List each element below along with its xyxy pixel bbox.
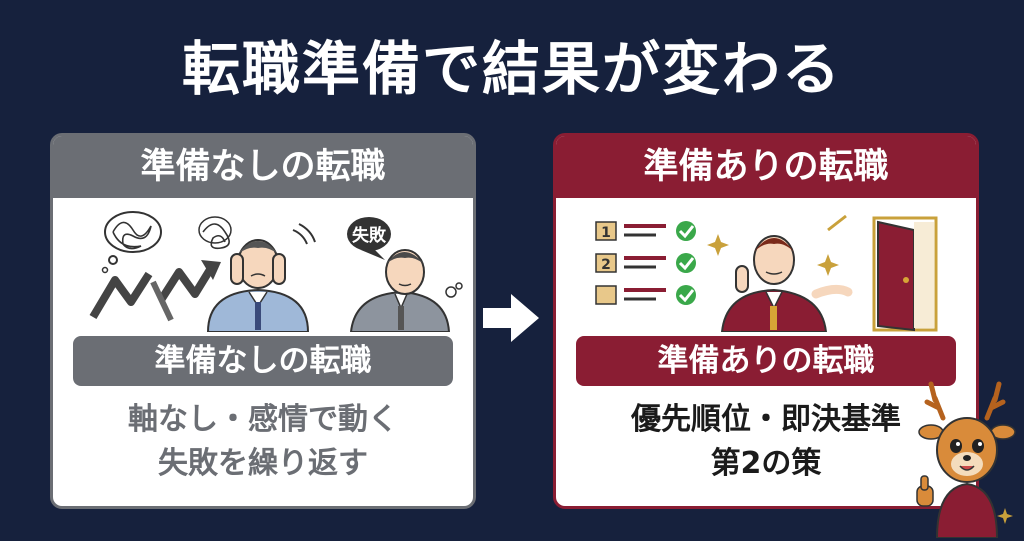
with-preparation-panel: 準備ありの転職 1 2: [553, 133, 979, 509]
dejected-man-icon: [349, 249, 463, 332]
with-preparation-illustration: 1 2: [595, 214, 938, 332]
checklist-number-2: 2: [601, 257, 611, 273]
fail-bubble-text: 失敗: [352, 225, 387, 246]
no-preparation-header: 準備なしの転職: [53, 136, 473, 198]
broken-arrow-icon: [89, 260, 221, 322]
no-preparation-panel: 準備なしの転職: [50, 133, 476, 509]
with-preparation-desc-line2: 第2の策: [710, 446, 822, 481]
with-preparation-description: 優先順位・即決基準 第2の策: [556, 398, 976, 486]
deer-mascot-icon: [916, 381, 1016, 538]
tangled-thought-bubble-icon: [101, 211, 162, 274]
fail-speech-bubble: 失敗: [347, 217, 391, 260]
checklist-number-1: 1: [601, 225, 611, 241]
stressed-man-icon: [198, 216, 316, 332]
with-preparation-band: 準備ありの転職: [576, 336, 956, 386]
right-arrow-icon: [483, 294, 539, 342]
no-preparation-description: 軸なし・感情で動く 失敗を繰り返す: [53, 398, 473, 486]
no-preparation-desc-line2: 失敗を繰り返す: [158, 446, 368, 481]
confident-man-icon: [720, 235, 853, 332]
no-preparation-desc-line1: 軸なし・感情で動く: [128, 402, 398, 437]
sparkle-icon: [707, 214, 847, 276]
with-preparation-header: 準備ありの転職: [556, 136, 976, 198]
open-door-icon: [872, 216, 938, 332]
no-preparation-illustration: 失敗: [89, 211, 463, 332]
page-title: 転職準備で結果が変わる: [181, 35, 842, 103]
checklist-icon: 1 2: [595, 221, 696, 305]
no-preparation-band: 準備なしの転職: [73, 336, 453, 386]
with-preparation-desc-line1: 優先順位・即決基準: [631, 402, 901, 437]
